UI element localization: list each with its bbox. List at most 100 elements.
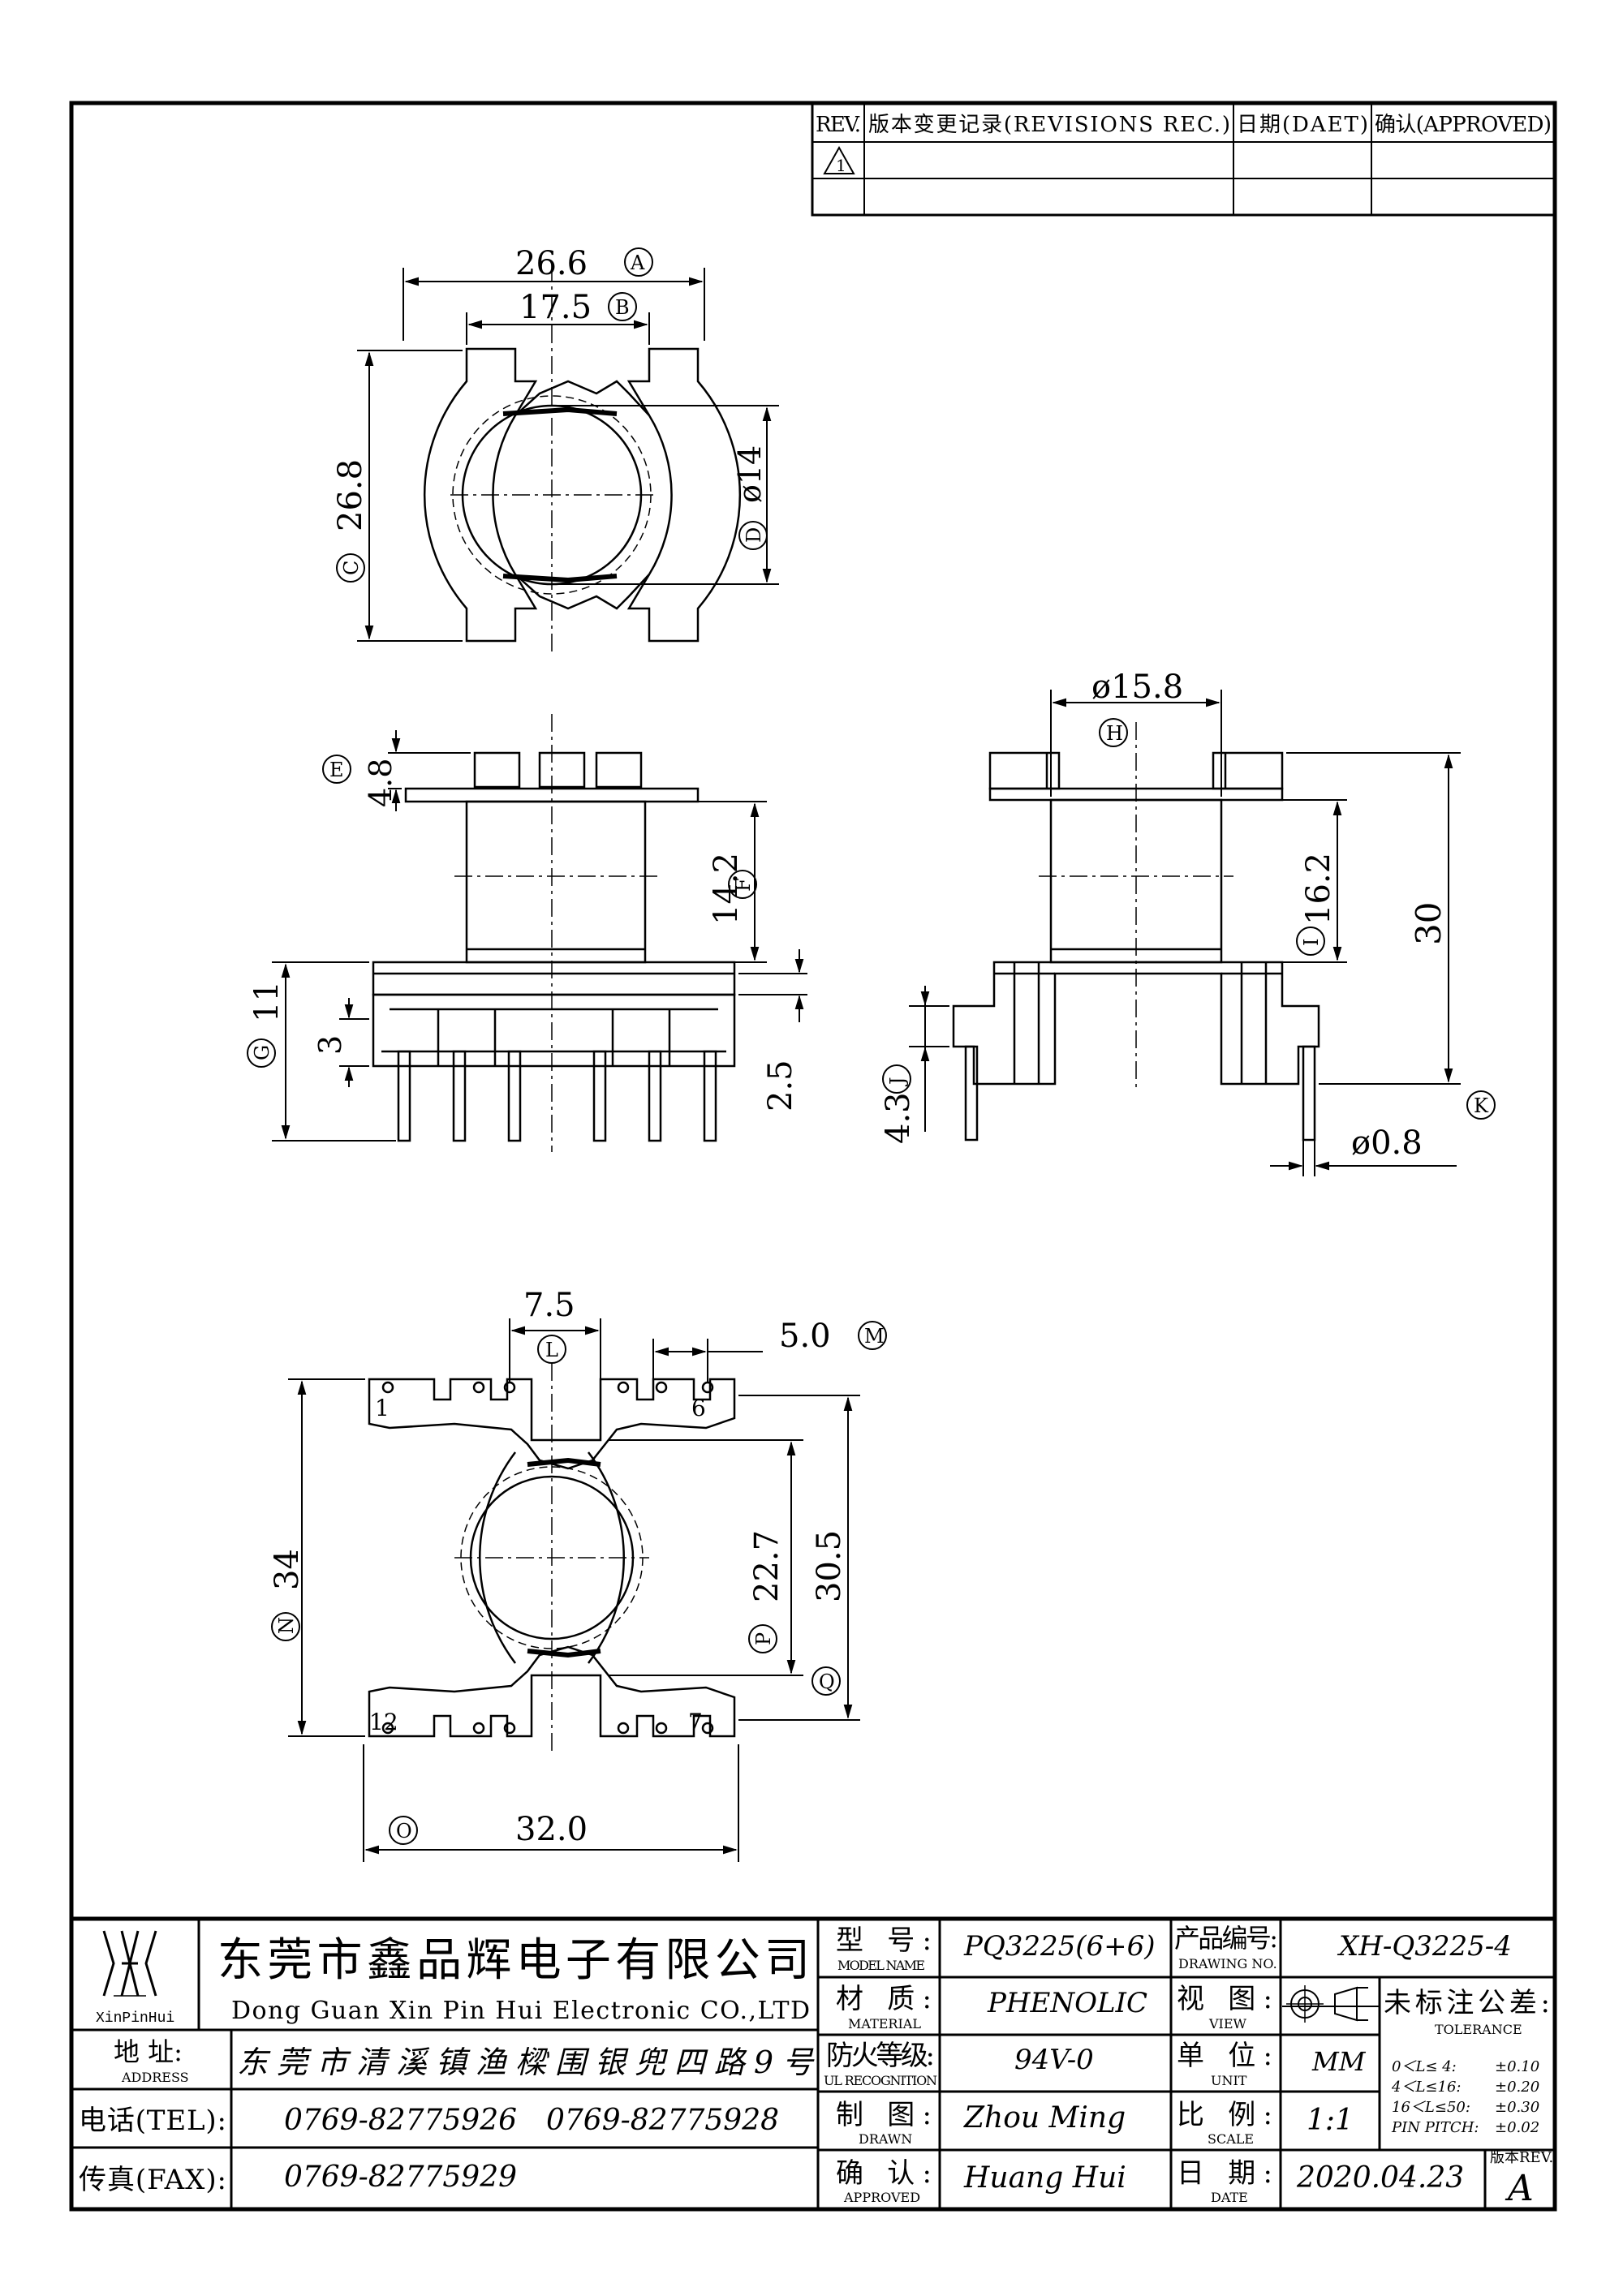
tolerance-range-2: 4＜L≤16:: [1391, 2079, 1461, 2096]
dim-k-value: ø0.8: [1351, 1124, 1423, 1162]
tel-value-2: 0769-82775928: [546, 2104, 779, 2137]
title-block: [69, 1916, 1557, 2212]
dim-3-value: 3: [312, 1035, 348, 1055]
bottom-view-dims: [288, 1318, 860, 1862]
address-value: 东莞市清溪镇渔樑围银兜四路9号: [237, 2044, 815, 2080]
model-label-en: MODEL NAME: [837, 1958, 925, 1973]
unit-label-en: UNIT: [1211, 2073, 1247, 2088]
dim-g-tag: G: [247, 1038, 276, 1068]
pin-7-label: 7: [688, 1709, 703, 1735]
svg-text:D: D: [743, 527, 765, 543]
tolerance-value-4: ±0.02: [1495, 2119, 1539, 2136]
revision-triangle-icon: 1: [823, 145, 855, 175]
drawn-label-en: DRAWN: [859, 2131, 912, 2147]
svg-text:M: M: [864, 1325, 885, 1348]
dim-d-value: ø14: [732, 445, 768, 503]
dim-h-tag: H: [1099, 718, 1128, 747]
dim-j-value: 4.3: [880, 1092, 917, 1144]
svg-text:O: O: [396, 1820, 412, 1842]
ul-value: 94V-0: [1014, 2044, 1094, 2076]
rev-value: A: [1505, 2168, 1534, 2209]
approved-label: 确 认:: [836, 2157, 932, 2190]
rev-date-header: 日期(DAET): [1237, 113, 1368, 137]
tolerance-range-3: 16＜L≤50:: [1392, 2099, 1470, 2116]
svg-text:E: E: [329, 759, 344, 781]
front-view: [372, 714, 736, 1152]
svg-text:P: P: [752, 1632, 775, 1645]
dim-p-tag: P: [748, 1624, 777, 1653]
svg-text:B: B: [615, 296, 630, 319]
dim-b-tag: B: [608, 292, 637, 321]
side-view-dims: [909, 690, 1461, 1176]
dim-a-tag: A: [624, 247, 653, 277]
side-view: [952, 722, 1320, 1142]
company-logo: [102, 1930, 157, 1997]
dim-k-tag: K: [1466, 1090, 1496, 1120]
dim-o-value: 32.0: [515, 1811, 588, 1848]
drawn-label: 制 图:: [836, 2099, 932, 2131]
dim-h-value: ø15.8: [1091, 669, 1183, 706]
projection-symbol-icon: [1286, 1985, 1368, 2023]
tolerance-value-1: ±0.10: [1495, 2058, 1539, 2075]
rev-approved-header: 确认(APPROVED): [1375, 113, 1552, 137]
drawn-value: Zhou Ming: [963, 2101, 1126, 2135]
svg-text:N: N: [275, 1617, 298, 1634]
svg-text:Q: Q: [819, 1670, 835, 1693]
view-label-en: VIEW: [1208, 2016, 1247, 2032]
tel-value-1: 0769-82775926: [284, 2104, 517, 2137]
svg-text:G: G: [251, 1045, 273, 1060]
tolerance-value-3: ±0.30: [1495, 2099, 1539, 2116]
front-view-dims: [272, 730, 807, 1142]
tolerance-value-2: ±0.20: [1495, 2079, 1539, 2096]
scale-label: 比 例:: [1177, 2099, 1272, 2131]
fax-label: 传真(FAX):: [79, 2164, 226, 2196]
dim-i-value: 16.2: [1300, 853, 1337, 925]
dim-c-tag: C: [336, 553, 365, 583]
pin-12-label: 12: [369, 1709, 398, 1735]
svg-text:K: K: [1474, 1094, 1489, 1117]
dim-q-tag: Q: [812, 1666, 841, 1696]
dim-o-tag: O: [389, 1816, 418, 1845]
unit-value: MM: [1311, 2046, 1367, 2077]
dim-e-tag: E: [322, 755, 351, 784]
drawing-no-value: XH-Q3225-4: [1337, 1930, 1512, 1963]
svg-text:A: A: [630, 252, 645, 274]
dim-p-value: 22.7: [748, 1530, 786, 1602]
drawing-no-label: 产品编号:: [1174, 1923, 1278, 1954]
dim-e-value: 4.8: [363, 759, 398, 807]
svg-text:I: I: [1300, 939, 1323, 946]
dim-j-tag: J: [882, 1064, 911, 1094]
view-label: 视 图:: [1177, 1983, 1272, 2015]
dim-c-value: 26.8: [332, 459, 369, 531]
tolerance-label: 未标注公差:: [1384, 1987, 1550, 2019]
dim-m-value: 5.0: [779, 1318, 831, 1355]
ul-label: 防火等级:: [826, 2040, 935, 2072]
model-label: 型 号:: [836, 1924, 932, 1957]
top-view: [424, 264, 741, 653]
dim-a-value: 26.6: [515, 245, 588, 282]
dim-l-value: 7.5: [523, 1287, 575, 1324]
pin-1-label: 1: [375, 1395, 390, 1421]
dim-l-tag: L: [537, 1335, 566, 1364]
ul-label-en: UL RECOGNITION: [824, 2073, 937, 2088]
dim-n-tag: N: [271, 1612, 300, 1641]
pin-6-label: 6: [691, 1395, 706, 1421]
tel-label: 电话(TEL):: [79, 2105, 226, 2137]
company-name-en: Dong Guan Xin Pin Hui Electronic CO.,LTD: [231, 1997, 810, 2025]
approved-value: Huang Hui: [963, 2161, 1126, 2195]
fax-value: 0769-82775929: [284, 2161, 517, 2194]
date-label: 日 期:: [1177, 2157, 1272, 2190]
tolerance-label-en: TOLERANCE: [1435, 2022, 1522, 2037]
material-label: 材 质:: [836, 1983, 932, 2015]
svg-text:H: H: [1106, 722, 1123, 745]
address-label-en: ADDRESS: [121, 2070, 189, 2085]
svg-text:1: 1: [836, 156, 846, 175]
dim-f-tag: F: [728, 870, 757, 899]
dim-2-5-value: 2.5: [762, 1060, 799, 1111]
rev-records-header: 版本变更记录(REVISIONS REC.): [868, 113, 1230, 137]
svg-text:F: F: [732, 878, 755, 892]
drawing-no-label-en: DRAWING NO.: [1178, 1956, 1277, 1971]
top-view-dims: [357, 268, 779, 642]
bottom-view: [368, 1363, 736, 1752]
